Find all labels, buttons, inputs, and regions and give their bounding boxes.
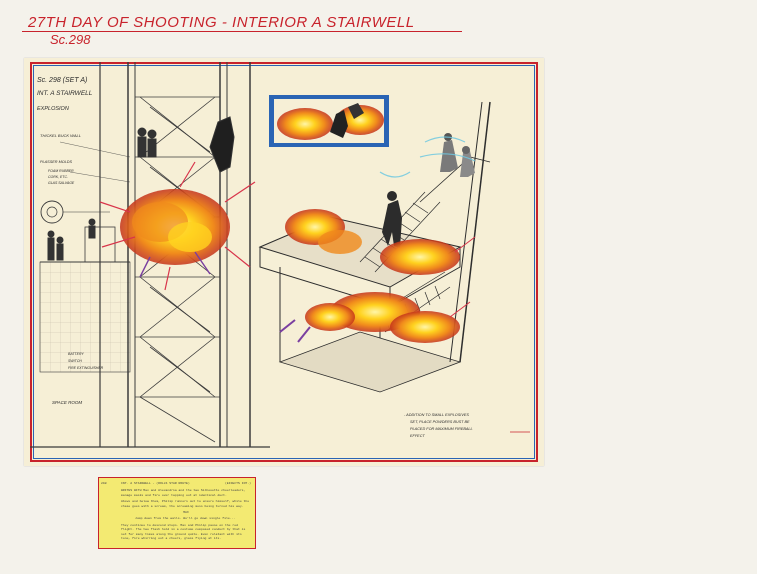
inset-frame (269, 95, 389, 147)
label-cork: CORK, ETC. (48, 175, 69, 179)
note-line-3: PLACED FOR MAXIMUM FIREBALL (410, 427, 473, 431)
drawing-inner-frame (33, 65, 535, 459)
script-paragraph: Above and below them, Philip runners out… (121, 499, 250, 508)
label-battery: BATTERY (68, 352, 84, 356)
label-switch: SWITCH (68, 359, 82, 363)
note-line-4: EFFECT (410, 434, 425, 438)
label-wall: THICKEL BUCK WALL (40, 133, 81, 138)
script-header-right: (EFFECTS INT.) (225, 481, 251, 485)
explosion-left (99, 161, 256, 291)
label-set: Sc. 298 (SET A) (37, 77, 88, 84)
explosion-right (279, 209, 476, 343)
script-paragraph: WRITHS WITH Max and Alexandria and the t… (121, 488, 246, 497)
cyan-sketch (379, 136, 476, 178)
note-line-2: SET, PLACE POWDERS BUST BE (410, 420, 470, 424)
script-scene-number: 298 (101, 481, 107, 485)
script-header-left: INT. A STAIRWELL - (ROLLS STAR ROUTE) (121, 481, 190, 485)
script-character: MAX (183, 510, 189, 515)
scene-number: Sc.298 (50, 32, 91, 47)
label-space-room: SPACE ROOM (52, 400, 83, 405)
script-paragraph: They continue to descend steps. Max and … (121, 522, 246, 541)
figures-left (47, 116, 235, 261)
stairwell-illustration (30, 62, 530, 448)
title-underline (22, 31, 462, 32)
label-location: INT. A STAIRWELL (37, 90, 93, 97)
note-line-1: - ADDITION TO SMALL EXPLOSIVES (404, 413, 469, 417)
label-foam: FOAM RUBBER (48, 169, 74, 173)
figures-right (382, 133, 475, 248)
script-note: 298 INT. A STAIRWELL - (ROLLS STAR ROUTE… (98, 477, 256, 549)
label-molds: PLASSER MOLDS (40, 160, 73, 164)
label-extinguisher: FIRE EXTINGUISHER (68, 366, 104, 370)
label-effect: EXPLOSION (37, 106, 69, 112)
label-glass: GLAS SALVAGE (48, 181, 75, 185)
script-dialogue: Jump down from the walls. We'll go down … (135, 516, 236, 521)
drawing-frame (30, 62, 538, 462)
page-title: 27TH DAY OF SHOOTING - INTERIOR A STAIRW… (28, 14, 415, 31)
